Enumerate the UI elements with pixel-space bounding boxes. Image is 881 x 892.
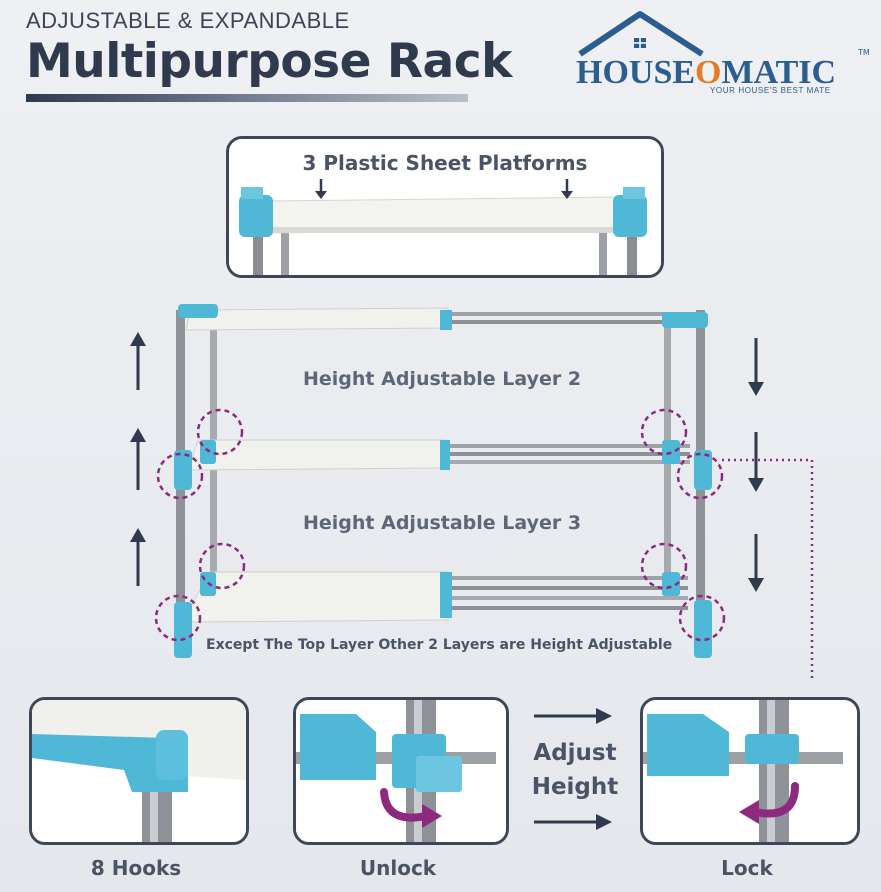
adjust-height-label: Adjust Height (520, 736, 630, 804)
platforms-panel: 3 Plastic Sheet Platforms (226, 136, 664, 278)
title-underline (26, 94, 468, 102)
unlock-panel (293, 697, 509, 845)
subtitle: ADJUSTABLE & EXPANDABLE (26, 8, 350, 33)
up-arrow-icons (130, 332, 146, 586)
layer2-label: Height Adjustable Layer 2 (303, 368, 582, 390)
brand-trademark: TM (858, 48, 870, 57)
middle-shelf (174, 439, 712, 490)
top-shelf (178, 304, 708, 331)
lock-arrow-icon (751, 782, 799, 818)
down-arrow-right-icons (748, 338, 764, 592)
unlock-caption: Unlock (359, 856, 437, 880)
hooks-panel (29, 697, 249, 845)
house-roof-icon (578, 11, 704, 57)
brand-name: HOUSEOMATIC (576, 54, 837, 91)
platform-illustration (229, 139, 661, 275)
page-title: Multipurpose Rack (26, 34, 512, 89)
lock-illustration (643, 700, 857, 842)
adjust-line1: Adjust (533, 740, 617, 766)
brand-tagline: YOUR HOUSE'S BEST MATE (710, 86, 831, 95)
lock-caption: Lock (721, 856, 773, 880)
connector-line (722, 458, 814, 680)
right-arrow-icons (534, 708, 612, 830)
down-arrow-icons (315, 179, 573, 199)
unlock-arrow-icon (380, 788, 430, 822)
adjust-line2: Height (531, 774, 619, 800)
hooks-caption: 8 Hooks (90, 856, 182, 880)
rack-illustration (130, 304, 814, 680)
bottom-shelf (174, 571, 712, 658)
platforms-label: 3 Plastic Sheet Platforms (302, 151, 588, 175)
unlock-illustration (296, 700, 506, 842)
adjustable-note: Except The Top Layer Other 2 Layers are … (206, 637, 673, 653)
lock-panel (640, 697, 860, 845)
brand-logo: HOUSEOMATIC YOUR HOUSE'S BEST MATE TM (576, 10, 870, 96)
layer3-label: Height Adjustable Layer 3 (303, 512, 582, 534)
hook-closeup-illustration (32, 700, 246, 842)
hook-highlight-circles (154, 408, 726, 642)
